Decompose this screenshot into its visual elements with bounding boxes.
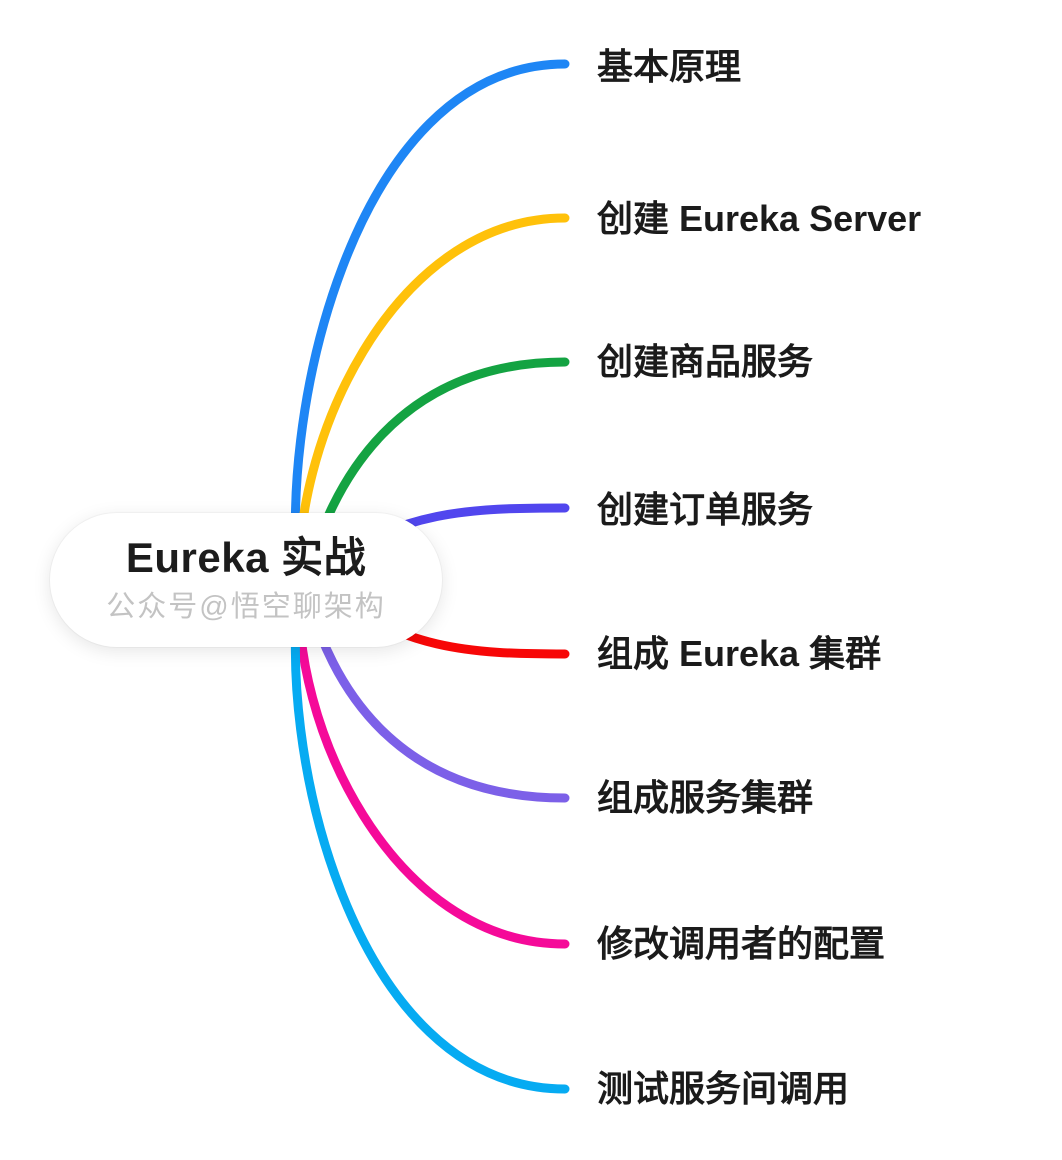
branch-label-form-eureka-cluster[interactable]: 组成 Eureka 集群 xyxy=(597,633,882,674)
branch-label-basic-principles[interactable]: 基本原理 xyxy=(597,46,742,87)
central-topic-subtitle: 公众号@悟空聊架构 xyxy=(106,591,386,624)
branch-label-test-service-calls[interactable]: 测试服务间调用 xyxy=(597,1068,850,1109)
branch-label-create-order-service[interactable]: 创建订单服务 xyxy=(597,489,814,530)
branch-curve-test-service-calls xyxy=(290,580,570,1094)
central-topic-node[interactable]: Eureka 实战 公众号@悟空聊架构 xyxy=(50,513,442,647)
branch-label-create-eureka-server[interactable]: 创建 Eureka Server xyxy=(597,198,922,239)
branch-label-create-product-service[interactable]: 创建商品服务 xyxy=(597,341,814,382)
central-topic-title: Eureka 实战 xyxy=(125,533,367,581)
branch-label-modify-caller-config[interactable]: 修改调用者的配置 xyxy=(597,923,886,964)
branch-label-form-service-cluster[interactable]: 组成服务集群 xyxy=(597,777,814,818)
branch-curve-basic-principles xyxy=(290,59,570,595)
